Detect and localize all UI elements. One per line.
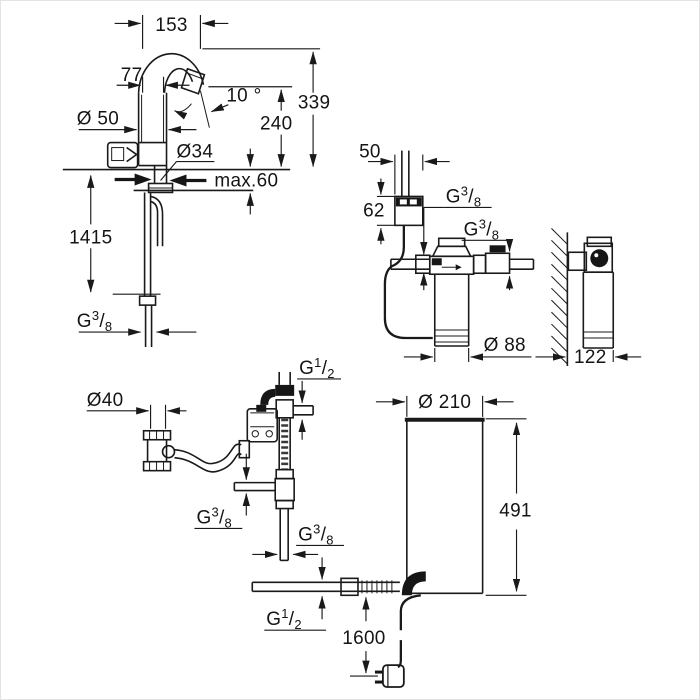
dim-boiler-diameter: Ø 210 xyxy=(418,392,471,413)
faucet-front-view: 153 339 240 77 Ø 50 xyxy=(62,15,331,348)
filter-cartridge xyxy=(433,274,470,347)
control-cable xyxy=(383,225,433,340)
wall-hatching xyxy=(551,227,569,366)
dim-box-width: 50 xyxy=(359,142,381,163)
dim-total-height: 339 xyxy=(298,93,331,114)
mounting-set-view: Ø40 G1/2 xyxy=(86,355,345,562)
filter-side-view: 122 xyxy=(535,227,642,368)
thread-label-filter-inlet: G3/8 xyxy=(446,183,482,209)
faucet-shank xyxy=(147,165,174,194)
power-cable xyxy=(397,594,421,669)
thread-label-pipe-bottom: G3/8 xyxy=(298,521,334,547)
check-valve xyxy=(142,429,176,472)
sensor-window xyxy=(106,141,139,169)
thread-label-filter-outlet: G3/8 xyxy=(464,216,500,242)
thread-label-faucet-supply: G3/8 xyxy=(77,308,113,334)
dim-outlet-height: 240 xyxy=(260,114,293,135)
inlet-pipe xyxy=(251,571,426,597)
dim-trap-diameter: Ø40 xyxy=(87,390,124,411)
mounting-bracket xyxy=(246,408,279,443)
dim-spout-reach: 153 xyxy=(155,15,188,36)
power-plug-icon xyxy=(374,664,405,688)
dim-filter-depth: 122 xyxy=(574,347,607,368)
dim-box-height: 62 xyxy=(363,200,385,221)
control-box-view: 50 62 xyxy=(359,142,450,340)
dim-body-width: 77 xyxy=(121,65,143,86)
dim-spout-angle: 10 ° xyxy=(226,86,261,107)
dim-boiler-height: 491 xyxy=(499,501,531,522)
dim-hose-length: 1415 xyxy=(69,227,112,248)
thread-label-tee-left: G3/8 xyxy=(196,505,232,531)
supply-hose xyxy=(138,192,164,348)
mounting-clamp-arrows xyxy=(114,173,207,187)
countertop xyxy=(62,168,291,192)
boiler-tank xyxy=(404,417,485,595)
dim-hole-diameter: Ø34 xyxy=(176,142,213,163)
dim-base-diameter: Ø 50 xyxy=(77,109,119,130)
tee-connector xyxy=(233,477,295,562)
control-box xyxy=(394,195,424,227)
thread-label-angle-valve: G1/2 xyxy=(299,355,335,381)
faucet-body xyxy=(137,52,210,167)
dim-cable-length: 1600 xyxy=(342,628,385,649)
thread-label-boiler-inlet: G1/2 xyxy=(266,606,302,632)
flexible-hose xyxy=(174,439,251,473)
dim-deck-thickness: max.60 xyxy=(214,170,278,191)
dim-filter-diameter: Ø 88 xyxy=(484,335,526,356)
angle-valve xyxy=(256,371,314,419)
filter-front-view: Ø 88 G3/8 G3/8 xyxy=(390,183,535,362)
boiler-view: Ø 210 491 xyxy=(251,392,531,688)
braided-hose xyxy=(275,417,294,480)
